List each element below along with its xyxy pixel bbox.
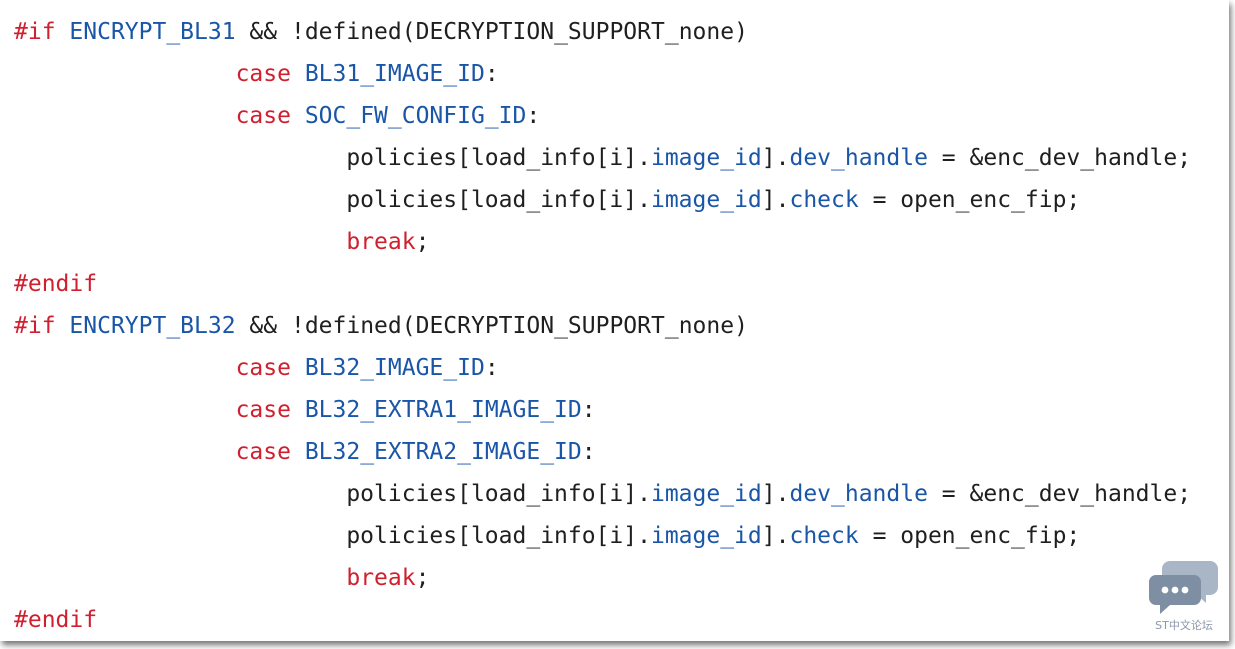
code-text: : [526,103,541,129]
code-identifier: dev_handle [789,481,928,507]
code-identifier: SOC_FW_CONFIG_ID [304,103,527,129]
code-identifier: BL32_IMAGE_ID [304,355,485,381]
code-identifier: dev_handle [789,145,928,171]
code-text: : [581,397,596,423]
code-identifier: BL32_EXTRA2_IMAGE_ID [304,439,582,465]
code-keyword: case [235,61,291,87]
code-keyword: #if [14,19,56,45]
code-text: && !defined(DECRYPTION_SUPPORT_none) [235,19,748,45]
code-text: policies[load_info[i]. [14,145,651,171]
code-text [14,229,346,255]
code-line: #endif [14,263,1191,305]
code-keyword: break [346,565,416,591]
code-text [291,439,305,465]
code-text [14,355,236,381]
code-text: && !defined(DECRYPTION_SUPPORT_none) [235,313,748,339]
code-keyword: #endif [14,607,98,633]
code-block: #if ENCRYPT_BL31 && !defined(DECRYPTION_… [14,11,1191,641]
code-line: case BL32_IMAGE_ID: [14,347,1191,389]
code-text [14,439,236,465]
code-text: ]. [761,145,790,171]
code-line: case SOC_FW_CONFIG_ID: [14,95,1191,137]
code-text [14,565,346,591]
code-line: #if ENCRYPT_BL32 && !defined(DECRYPTION_… [14,305,1191,347]
code-identifier: check [789,187,859,213]
code-text [14,61,236,87]
code-line: #endif [14,599,1191,641]
code-line: policies[load_info[i].image_id].dev_hand… [14,137,1191,179]
code-line: policies[load_info[i].image_id].check = … [14,515,1191,557]
code-text [14,103,236,129]
code-keyword: break [346,229,416,255]
code-identifier: ENCRYPT_BL32 [69,313,236,339]
code-text: = open_enc_fip; [858,187,1081,213]
code-identifier: image_id [650,145,762,171]
code-identifier: image_id [650,187,762,213]
watermark-text: ST中文论坛 [1155,619,1213,632]
code-identifier: BL31_IMAGE_ID [304,61,485,87]
code-text: policies[load_info[i]. [14,187,651,213]
code-text: ; [415,229,430,255]
code-identifier: BL32_EXTRA1_IMAGE_ID [304,397,582,423]
code-keyword: case [235,355,291,381]
code-identifier: image_id [650,523,762,549]
code-identifier: image_id [650,481,762,507]
code-keyword: #if [14,313,56,339]
code-line: policies[load_info[i].image_id].check = … [14,179,1191,221]
code-line: case BL32_EXTRA1_IMAGE_ID: [14,389,1191,431]
code-keyword: case [235,103,291,129]
code-line: policies[load_info[i].image_id].dev_hand… [14,473,1191,515]
code-line: #if ENCRYPT_BL31 && !defined(DECRYPTION_… [14,11,1191,53]
code-line: break; [14,557,1191,599]
code-text [291,355,305,381]
code-text: ]. [761,187,790,213]
code-identifier: check [789,523,859,549]
code-text: policies[load_info[i]. [14,523,651,549]
code-text: policies[load_info[i]. [14,481,651,507]
code-text [291,397,305,423]
code-text: : [484,355,499,381]
code-text: ; [415,565,430,591]
code-text: ]. [761,523,790,549]
code-text [291,61,305,87]
code-line: break; [14,221,1191,263]
code-text [291,103,305,129]
code-keyword: #endif [14,271,98,297]
code-text: = open_enc_fip; [858,523,1081,549]
code-text: ]. [761,481,790,507]
code-text [14,397,236,423]
code-identifier: ENCRYPT_BL31 [69,19,236,45]
chat-bubbles-icon [1149,561,1218,614]
code-text: : [484,61,499,87]
code-text: = &enc_dev_handle; [927,481,1192,507]
code-line: case BL31_IMAGE_ID: [14,53,1191,95]
code-text [56,313,70,339]
code-keyword: case [235,439,291,465]
code-text [56,19,70,45]
code-text: : [581,439,596,465]
code-line: case BL32_EXTRA2_IMAGE_ID: [14,431,1191,473]
watermark: ST中文论坛 [1147,557,1221,635]
code-text: = &enc_dev_handle; [927,145,1192,171]
code-keyword: case [235,397,291,423]
